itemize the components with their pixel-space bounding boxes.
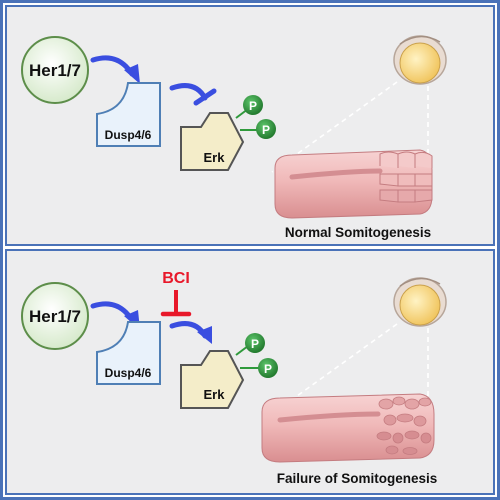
phospho-label: P — [251, 337, 259, 351]
bottom-pathway: Her1/7 Dusp4/6 BCI Erk P P — [21, 270, 278, 409]
erk-node — [180, 350, 245, 409]
phospho-circle — [245, 333, 265, 353]
dusp-node — [96, 82, 161, 147]
tissue-illustration — [261, 393, 435, 463]
phospho-circle — [258, 358, 278, 378]
inhibitor-label: BCI — [162, 270, 190, 287]
erk-label: Erk — [204, 387, 226, 402]
top-pathway: Her1/7 Dusp4/6 Erk P P — [21, 36, 276, 171]
bottom-caption: Failure of Somitogenesis — [277, 471, 438, 486]
erk-label: Erk — [204, 150, 226, 165]
her-node — [21, 282, 89, 350]
her-node — [21, 36, 89, 104]
her-label: Her1/7 — [29, 307, 81, 326]
dusp-label: Dusp4/6 — [105, 128, 152, 142]
tissue-illustration — [274, 149, 433, 219]
arrow-head — [197, 326, 212, 344]
her-label: Her1/7 — [29, 61, 81, 80]
embryo-illustration — [393, 277, 447, 327]
top-caption: Normal Somitogenesis — [285, 225, 431, 240]
phospho-label: P — [264, 362, 272, 376]
arrow-head — [124, 64, 140, 84]
dusp-label: Dusp4/6 — [105, 366, 152, 380]
embryo-illustration — [393, 35, 447, 85]
phospho-label: P — [262, 123, 270, 137]
dusp-node — [96, 321, 161, 385]
inhibition-bar — [193, 88, 217, 106]
phospho-circle — [256, 119, 276, 139]
phospho-circle — [243, 95, 263, 115]
erk-node — [180, 112, 245, 171]
phospho-label: P — [249, 99, 257, 113]
